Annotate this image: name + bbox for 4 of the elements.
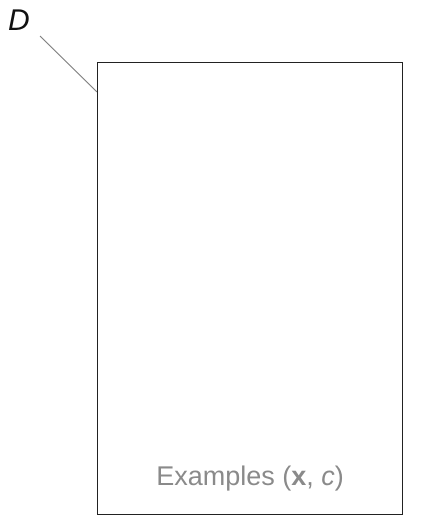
set-label: D — [8, 2, 42, 40]
dataset-box — [97, 62, 403, 515]
box-caption: Examples (x, c) — [155, 461, 345, 492]
leader-line — [40, 36, 98, 92]
